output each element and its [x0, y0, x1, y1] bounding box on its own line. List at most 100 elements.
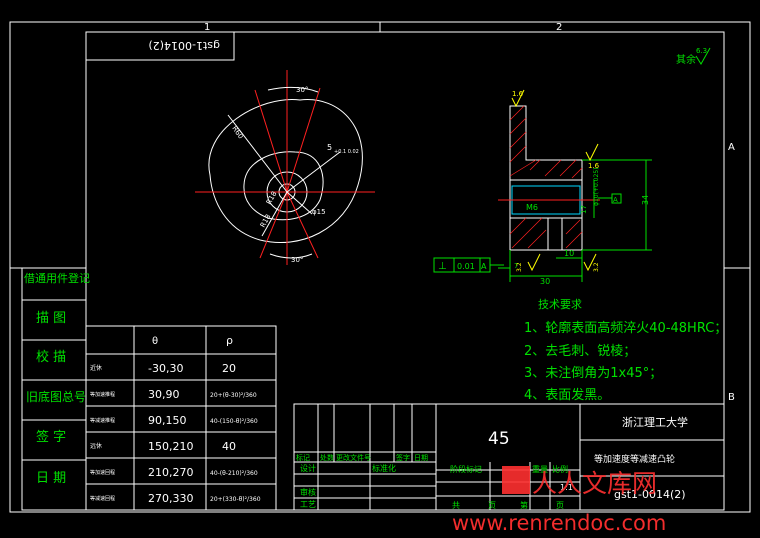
angle-arc-bottom [269, 253, 313, 259]
angle-bottom-label: 30° [291, 256, 303, 264]
tech-item-1: 1、轮廓表面高频淬火40-48HRC； [524, 320, 727, 336]
motion-rho-1: 20 [222, 362, 236, 375]
motion-stage-2: 等加速推程 [90, 391, 115, 398]
watermark-cn: 人人文库网 [532, 469, 657, 498]
center-line-30b [286, 87, 321, 193]
tb-label-design: 设计 [300, 463, 316, 473]
motion-theta-1: -30,30 [148, 362, 183, 375]
scale-label: 1:1 [560, 483, 573, 492]
cam-front-view: 30° 30° R60 R18 R18 5 +0.1 0.02 φ15 [195, 70, 375, 265]
motion-rho-4: 40 [222, 440, 236, 453]
stamp-4: 旧底图总号 [26, 389, 86, 404]
motion-rho-6: 20+(330-θ)²/360 [210, 496, 261, 503]
tb-label-process: 工艺 [300, 500, 316, 509]
tolerance-symbol: ⊥ [438, 261, 447, 272]
watermark-logo [502, 466, 530, 494]
motion-theta-3: 90,150 [148, 414, 187, 427]
tech-item-2: 2、去毛刺、锐棱； [524, 343, 636, 359]
school-label: 浙江理工大学 [622, 415, 688, 429]
datum-a-label: A [613, 196, 618, 204]
center-line-30c [259, 191, 288, 259]
mirrored-drawing-number: gst1-0014(2) [148, 39, 220, 52]
outer-frame [9, 21, 751, 513]
thread-label: M6 [526, 203, 538, 212]
stamp-3: 校 描 [36, 349, 66, 365]
tb-label-sign: 签字 [396, 453, 410, 462]
tb-label-std: 标准化 [372, 463, 396, 473]
tb-label-ratio: 比例 [552, 464, 568, 474]
motion-theta-5: 210,270 [148, 466, 194, 479]
tb-label-change: 更改文件号 [336, 453, 371, 462]
angle-arc-top [267, 86, 319, 93]
radius-r60-label: R60 [230, 125, 244, 141]
tb-label-count: 处数 [320, 453, 334, 462]
roughness-bottom2-symbol [583, 253, 597, 272]
motion-stage-4: 远休 [90, 442, 102, 450]
tech-requirements: 技术要求 1、轮廓表面高频淬火40-48HRC； 2、去毛刺、锐棱； 3、未注倒… [524, 298, 727, 403]
keyway-label: 5 [327, 143, 332, 152]
motion-header-theta: θ [152, 336, 158, 347]
bore-leader [286, 191, 313, 215]
roughness-bottom2-label: 3.2 [593, 262, 600, 272]
tb-label-page2: 页 [556, 501, 564, 510]
drawing-number-label: gst1-0014(2) [614, 488, 686, 501]
title-block: 45 浙江理工大学 等加速度等减速凸轮 gst1-0014(2) 1:1 标记 … [293, 403, 725, 511]
radius-r18-leader [261, 191, 288, 237]
roughness-mid-symbol [585, 143, 599, 162]
bore-label: φ15 [312, 208, 326, 216]
tech-title: 技术要求 [538, 298, 582, 311]
tolerance-value: 0.01 [457, 262, 475, 271]
motion-theta-6: 270,330 [148, 492, 194, 505]
tech-item-4: 4、表面发黑。 [524, 387, 610, 403]
keyway-tol-label: +0.1 0.02 [334, 149, 359, 155]
left-stamps: 借通用件登记 描 图 校 描 旧底图总号 签 字 日 期 [21, 267, 90, 511]
section-hatch [509, 105, 583, 249]
zone-label-a: A [728, 142, 735, 153]
watermark: 人人文库网 www.renrendoc.com [452, 466, 666, 535]
dim-7-label: 7 [514, 262, 518, 270]
motion-stage-1: 近休 [90, 364, 102, 372]
section-view: 34 φ10(+0.025) 17 M6 30 10 7 A 1.6 1.6 3… [498, 89, 652, 286]
motion-rho-5: 40-(θ-210)²/360 [210, 470, 258, 477]
tb-label-total: 共 [452, 501, 460, 510]
inner-frame [85, 31, 725, 511]
center-line-30a [254, 89, 288, 193]
dim-17-label: 17 [580, 205, 588, 214]
motion-theta-2: 30,90 [148, 388, 180, 401]
tb-label-weight: 重量 [532, 464, 548, 474]
motion-stage-3: 等减速推程 [90, 417, 115, 424]
zone-label-1: 1 [204, 22, 210, 33]
keyway-leader [286, 151, 341, 193]
mirrored-number-box [85, 31, 235, 61]
center-line-30d [286, 191, 319, 259]
cam-profile [208, 99, 363, 244]
dim-10-label: 10 [564, 249, 574, 258]
tolerance-datum: A [481, 262, 487, 271]
roughness-mid-label: 1.6 [588, 162, 600, 170]
watermark-url: www.renrendoc.com [452, 511, 666, 535]
tb-label-mark: 标记 [296, 453, 310, 462]
part-name-label: 等加速度等减速凸轮 [594, 453, 675, 465]
tb-label-page1: 页 [488, 501, 496, 510]
motion-rho-2: 20+(θ-30)²/360 [210, 392, 257, 399]
dim-34-label: 34 [641, 195, 650, 205]
tech-item-3: 3、未注倒角为1x45°； [524, 366, 662, 381]
roughness-bottom-label: 3.2 [516, 262, 523, 272]
material-label: 45 [488, 429, 510, 449]
angle-top-label: 30° [296, 86, 308, 94]
roughness-other-label: 其余 [676, 53, 696, 66]
dim-bore-label: φ10(+0.025) [593, 168, 600, 206]
dim-30-label: 30 [540, 277, 550, 286]
motion-stage-5: 等加速回程 [90, 469, 115, 476]
stamp-1: 借通用件登记 [24, 271, 90, 285]
zone-label-b: B [728, 392, 735, 403]
tb-label-date: 日期 [414, 454, 428, 462]
motion-theta-4: 150,210 [148, 440, 194, 453]
motion-table: θ ρ 近休 -30,30 20 等加速推程 30,90 20+(θ-30)²/… [85, 325, 277, 511]
tb-label-stage: 阶段标记 [450, 464, 482, 474]
motion-header-rho: ρ [226, 334, 233, 347]
tolerance-frame: ⊥ 0.01 A [433, 257, 504, 273]
motion-stage-6: 等减速回程 [90, 495, 115, 502]
